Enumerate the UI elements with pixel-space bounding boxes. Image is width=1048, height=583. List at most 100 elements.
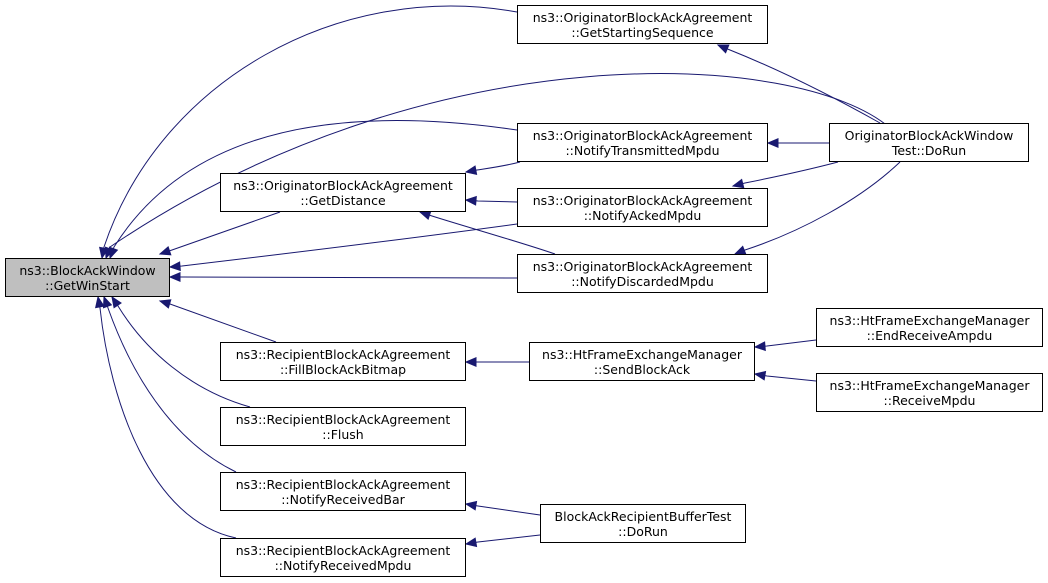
node-label-line-1: ns3::RecipientBlockAckAgreement	[235, 411, 451, 427]
edge-obaw_test-to-oba_acked	[731, 161, 839, 189]
edge-arrowhead	[102, 295, 113, 309]
node-ht-endampdu[interactable]: ns3::HtFrameExchangeManager::EndReceiveA…	[816, 308, 1043, 347]
node-label-line-2: ::NotifyAckedMpdu	[583, 207, 702, 223]
node-label-line-1: ns3::RecipientBlockAckAgreement	[235, 476, 451, 492]
node-label-line-1: ns3::OriginatorBlockAckAgreement	[532, 192, 753, 208]
node-ht-sendba[interactable]: ns3::HtFrameExchangeManager::SendBlockAc…	[529, 342, 755, 381]
edge-line	[465, 161, 521, 173]
edge-oba_acked-to-oba_getdistance	[464, 195, 518, 206]
edge-obaw_test-to-oba_transmitted	[766, 138, 829, 148]
edge-line	[419, 211, 556, 255]
edge-arrowhead	[716, 44, 730, 54]
node-label-line-2: ::GetStartingSequence	[571, 24, 714, 40]
edge-arrowhead	[464, 165, 478, 175]
edge-line	[465, 534, 541, 545]
edge-arrowhead	[464, 500, 478, 511]
edge-line	[97, 296, 237, 539]
node-oba-getdistance[interactable]: ns3::OriginatorBlockAckAgreement::GetDis…	[220, 173, 466, 212]
edge-babuf_test-to-rba_mpdu	[464, 534, 541, 548]
edge-obaw_test-to-oba_getstart	[716, 44, 881, 124]
node-label-line-2: ::Flush	[322, 426, 364, 442]
edge-ht_sendba-to-rba_fill	[464, 357, 529, 367]
edge-arrowhead	[158, 299, 172, 309]
node-label-line-1: ns3::OriginatorBlockAckAgreement	[532, 9, 753, 25]
edge-arrowhead	[108, 246, 119, 260]
edge-oba_transmitted-to-focus	[108, 119, 518, 260]
edge-oba_transmitted-to-oba_getdistance	[464, 161, 521, 175]
node-label-line-2: ::FillBlockAckBitmap	[279, 361, 407, 377]
edge-line	[717, 44, 881, 124]
edge-line	[732, 161, 839, 187]
edge-arrowhead	[766, 138, 779, 148]
node-label-line-2: ::DoRun	[618, 523, 668, 539]
node-label-line-2: ::NotifyReceivedMpdu	[274, 557, 412, 573]
edge-oba_getstart-to-focus	[99, 5, 518, 260]
node-rba-bar[interactable]: ns3::RecipientBlockAckAgreement::NotifyR…	[220, 472, 466, 511]
node-label-line-1: ns3::BlockAckWindow	[19, 262, 156, 278]
node-label-line-2: ::GetDistance	[300, 192, 386, 208]
edge-rba_fill-to-focus	[158, 299, 277, 343]
node-oba-getstart[interactable]: ns3::OriginatorBlockAckAgreement::GetSta…	[517, 5, 768, 44]
node-label-line-2: ::ReceiveMpdu	[883, 392, 976, 408]
edge-obaw_test-to-focus	[104, 73, 891, 260]
edge-arrowhead	[418, 210, 432, 221]
edge-line	[169, 223, 518, 268]
node-focus: ns3::BlockAckWindow::GetWinStart	[5, 258, 170, 297]
edge-arrowhead	[111, 295, 122, 309]
node-label-line-1: OriginatorBlockAckWindow	[844, 127, 1014, 143]
node-oba-acked[interactable]: ns3::OriginatorBlockAckAgreement::Notify…	[517, 188, 768, 227]
node-label-line-1: ns3::HtFrameExchangeManager	[829, 377, 1030, 393]
node-label-line-2: ::EndReceiveAmpdu	[866, 327, 993, 343]
node-label-line-1: ns3::HtFrameExchangeManager	[829, 312, 1030, 328]
edge-arrowhead	[731, 178, 745, 189]
edge-arrowhead	[95, 295, 105, 309]
edge-rba_flush-to-focus	[111, 295, 251, 408]
node-label-line-2: ::SendBlockAck	[593, 361, 691, 377]
edge-arrowhead	[464, 537, 478, 548]
node-rba-mpdu[interactable]: ns3::RecipientBlockAckAgreement::NotifyR…	[220, 538, 466, 577]
edge-line	[170, 276, 518, 279]
node-oba-transmitted[interactable]: ns3::OriginatorBlockAckAgreement::Notify…	[517, 123, 768, 162]
node-rba-flush[interactable]: ns3::RecipientBlockAckAgreement::Flush	[220, 407, 466, 446]
edge-oba_discarded-to-focus	[168, 272, 518, 282]
node-label-line-1: ns3::HtFrameExchangeManager	[542, 346, 742, 362]
node-oba-discarded[interactable]: ns3::OriginatorBlockAckAgreement::Notify…	[517, 254, 768, 293]
node-label-line-1: ns3::RecipientBlockAckAgreement	[235, 346, 451, 362]
edge-line	[111, 296, 251, 408]
edge-arrowhead	[753, 341, 766, 352]
edge-arrowhead	[464, 357, 477, 367]
edge-line	[159, 300, 277, 343]
edge-arrowhead	[158, 245, 172, 256]
edge-rba_mpdu-to-focus	[95, 295, 237, 539]
edge-line	[159, 211, 281, 255]
node-ht-receivempdu[interactable]: ns3::HtFrameExchangeManager::ReceiveMpdu	[816, 373, 1043, 412]
edge-arrowhead	[168, 272, 181, 282]
node-label-line-2: ::NotifyDiscardedMpdu	[571, 273, 714, 289]
node-label-line-1: ns3::OriginatorBlockAckAgreement	[532, 258, 753, 274]
node-label-line-2: ::NotifyReceivedBar	[281, 491, 405, 507]
edge-oba_getdistance-to-focus	[158, 211, 281, 256]
node-label-line-1: ns3::RecipientBlockAckAgreement	[235, 542, 451, 558]
edge-line	[465, 503, 541, 516]
node-rba-fill[interactable]: ns3::RecipientBlockAckAgreement::FillBlo…	[220, 342, 466, 381]
edge-oba_acked-to-focus	[168, 223, 518, 272]
edge-arrowhead	[753, 370, 767, 381]
edge-line	[734, 161, 901, 255]
node-label-line-2: Test::DoRun	[891, 142, 967, 158]
edge-line	[101, 5, 518, 259]
node-babuf-test[interactable]: BlockAckRecipientBufferTest::DoRun	[540, 504, 746, 543]
node-label-line-2: ::NotifyTransmittedMpdu	[565, 142, 720, 158]
edge-babuf_test-to-rba_bar	[464, 500, 541, 516]
edge-line	[105, 73, 891, 259]
node-label-line-1: ns3::OriginatorBlockAckAgreement	[532, 127, 753, 143]
edge-ht_endampdu-to-ht_sendba	[753, 339, 817, 352]
edge-arrowhead	[168, 261, 181, 272]
edge-arrowhead	[464, 195, 477, 206]
edge-ht_receivempdu-to-ht_sendba	[753, 370, 817, 382]
node-label-line-1: ns3::OriginatorBlockAckAgreement	[233, 177, 453, 193]
node-label-line-1: BlockAckRecipientBufferTest	[554, 508, 732, 524]
edge-line	[103, 296, 237, 473]
